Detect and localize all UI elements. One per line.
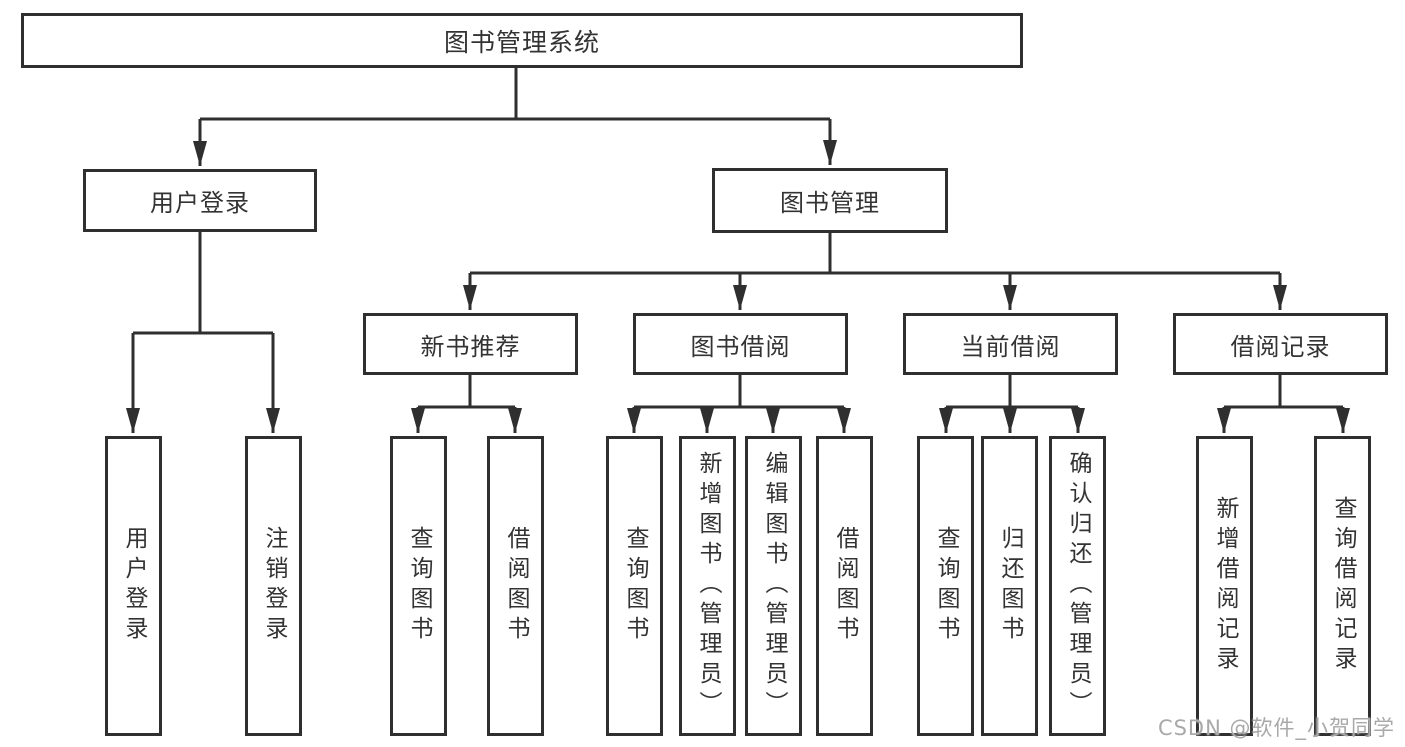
leaf-borrow-edit-label: 编辑图书（管理员） xyxy=(761,451,787,721)
csdn-watermark: CSDN @软件_小贺同学 xyxy=(1157,716,1395,740)
node-book-management-label: 图书管理 xyxy=(780,189,880,217)
wire-bookborrow-to-leaves xyxy=(627,375,851,433)
leaf-record-add: 新增借阅记录 xyxy=(1196,436,1253,736)
leaf-current-return: 归还图书 xyxy=(981,436,1038,736)
node-current-borrow-label: 当前借阅 xyxy=(960,332,1061,361)
leaf-logout-label: 注销登录 xyxy=(261,526,287,646)
leaf-borrow-book: 借阅图书 xyxy=(816,436,873,736)
leaf-record-query: 查询借阅记录 xyxy=(1314,436,1371,736)
leaf-current-confirm-return-label: 确认归还（管理员） xyxy=(1065,451,1091,721)
node-book-borrow: 图书借阅 xyxy=(633,313,848,375)
leaf-borrow-query-label: 查询图书 xyxy=(622,526,648,646)
wire-currentborrow-to-leaves xyxy=(939,375,1085,433)
leaf-borrow-edit: 编辑图书（管理员） xyxy=(745,436,802,736)
leaf-borrow-add: 新增图书（管理员） xyxy=(679,436,736,736)
node-root-label: 图书管理系统 xyxy=(443,27,600,57)
leaf-newbook-borrow: 借阅图书 xyxy=(487,436,544,736)
leaf-borrow-add-label: 新增图书（管理员） xyxy=(695,451,721,721)
node-borrow-record-label: 借阅记录 xyxy=(1230,332,1331,361)
wire-borrowrecord-to-leaves xyxy=(1217,375,1350,433)
wire-root-to-level2 xyxy=(193,68,837,166)
leaf-newbook-query: 查询图书 xyxy=(390,436,447,736)
wire-userlogin-to-leaves xyxy=(126,232,280,433)
node-book-management: 图书管理 xyxy=(712,168,948,233)
leaf-record-query-label: 查询借阅记录 xyxy=(1330,496,1356,676)
node-root: 图书管理系统 xyxy=(21,13,1023,68)
leaf-user-login-label: 用户登录 xyxy=(121,526,147,646)
leaf-current-return-label: 归还图书 xyxy=(997,526,1023,646)
wire-newbook-to-leaves xyxy=(411,375,522,433)
leaf-record-add-label: 新增借阅记录 xyxy=(1212,496,1238,676)
leaf-borrow-query: 查询图书 xyxy=(606,436,663,736)
node-current-borrow: 当前借阅 xyxy=(903,313,1118,375)
leaf-user-login: 用户登录 xyxy=(105,436,162,736)
wire-bookmgmt-to-level3 xyxy=(463,233,1287,310)
leaf-newbook-query-label: 查询图书 xyxy=(406,526,432,646)
leaf-current-query-label: 查询图书 xyxy=(933,526,959,646)
leaf-current-confirm-return: 确认归还（管理员） xyxy=(1049,436,1106,736)
node-user-login-label: 用户登录 xyxy=(150,189,250,217)
leaf-logout: 注销登录 xyxy=(245,436,302,736)
leaf-borrow-book-label: 借阅图书 xyxy=(832,526,858,646)
node-new-book-recommend-label: 新书推荐 xyxy=(420,332,521,361)
node-new-book-recommend: 新书推荐 xyxy=(363,313,578,375)
leaf-current-query: 查询图书 xyxy=(917,436,974,736)
node-user-login: 用户登录 xyxy=(83,169,317,232)
leaf-newbook-borrow-label: 借阅图书 xyxy=(503,526,529,646)
node-book-borrow-label: 图书借阅 xyxy=(690,332,791,361)
node-borrow-record: 借阅记录 xyxy=(1173,313,1388,375)
